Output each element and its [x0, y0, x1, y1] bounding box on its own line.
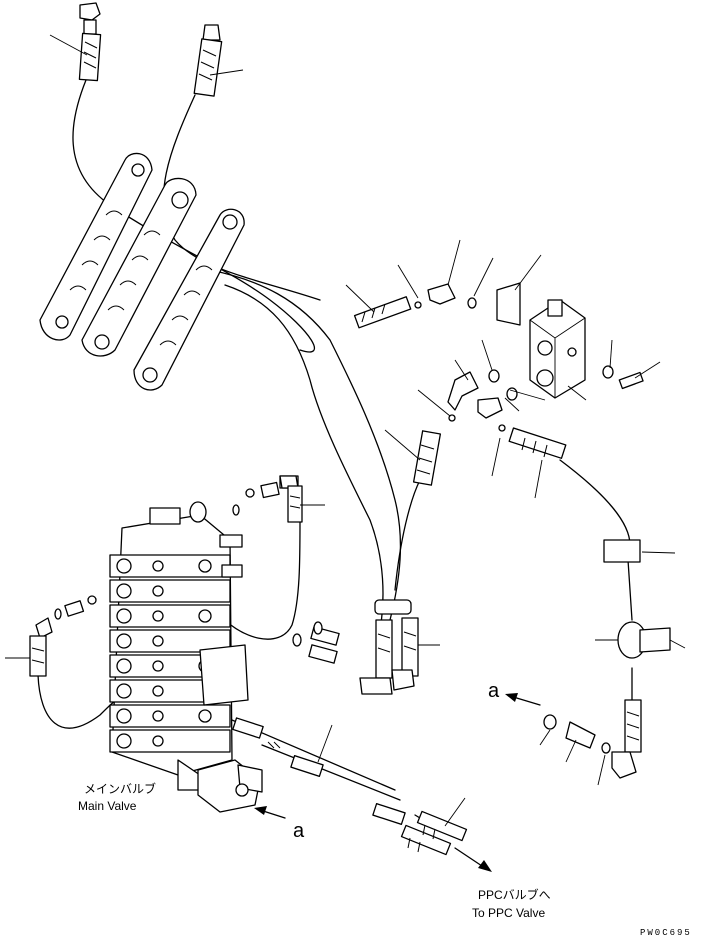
drawing-code: PW0C695 — [640, 928, 692, 938]
leader-lines — [5, 34, 686, 827]
clamp-plate-1 — [39, 152, 153, 341]
arrow-left-icon — [254, 806, 286, 819]
top-right-hose-end — [193, 24, 223, 97]
valve-small-parts — [353, 283, 644, 459]
arrow-left-icon — [505, 693, 541, 706]
clamp-plate-2 — [81, 177, 197, 357]
view-marker-a-lower: a — [293, 820, 305, 842]
center-u-hose — [292, 599, 419, 695]
top-left-hose-end — [78, 2, 102, 82]
lower-tube-set — [232, 717, 468, 856]
main-valve-label-en: Main Valve — [78, 799, 137, 813]
right-hose-assembly — [543, 539, 671, 779]
arrow-right-icon — [454, 847, 492, 872]
main-valve-body — [109, 501, 249, 791]
ppc-valve-label-jp: PPCバルブへ — [478, 887, 551, 902]
relief-valve-block — [496, 282, 586, 399]
main-valve-label-jp: メインバルブ — [84, 781, 156, 796]
center-hose-fitting — [412, 430, 442, 486]
clamp-plate-3 — [133, 208, 245, 391]
solenoid-block — [197, 759, 263, 813]
ppc-valve-label-en: To PPC Valve — [472, 906, 545, 920]
view-marker-a-upper: a — [488, 680, 500, 702]
main-valve-fittings — [29, 475, 303, 677]
